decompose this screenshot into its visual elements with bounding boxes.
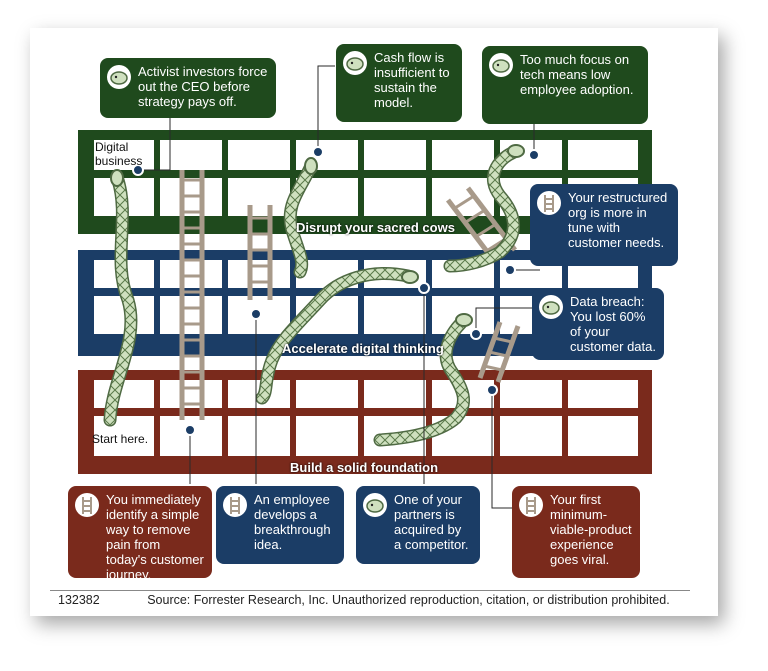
callout-text: An employee develops a breakthrough idea… — [254, 492, 331, 552]
snake-middle — [255, 267, 419, 405]
callout-mvp: Your first minimum-viable-product experi… — [512, 486, 640, 578]
marker-techfocus — [528, 149, 540, 161]
ladder-icon — [75, 493, 99, 517]
callout-text: You immediately identify a simple way to… — [106, 492, 204, 582]
figure-id: 132382 — [58, 593, 100, 607]
callout-text: Cash flow is insufficient to sustain the… — [374, 50, 450, 110]
marker-cashflow — [312, 146, 324, 158]
start-label: Start here. — [92, 432, 149, 446]
snake-right-upper — [443, 144, 525, 273]
callout-techfocus: Too much focus on tech means low employe… — [482, 46, 648, 124]
band-title-accelerate: Accelerate digital thinking — [282, 341, 444, 356]
callout-text: Data breach: You lost 60% of your custom… — [570, 294, 656, 354]
ladder-icon — [223, 493, 247, 517]
ladder-short — [247, 205, 273, 300]
footer: 132382 Source: Forrester Research, Inc. … — [58, 593, 698, 607]
ladder-tilted — [477, 321, 521, 383]
connector-lines — [138, 65, 540, 509]
marker-restructured — [504, 264, 516, 276]
ladder-icon — [519, 493, 543, 517]
band-green — [78, 130, 652, 234]
callout-text: Too much focus on tech means low employe… — [520, 52, 634, 97]
finish-label: Digital business — [95, 140, 143, 168]
snake-icon — [489, 53, 513, 77]
snake-icon — [539, 295, 563, 319]
callout-activist: Activist investors force out the CEO bef… — [100, 58, 276, 118]
ladder-icon — [537, 191, 561, 215]
callout-text: Activist investors force out the CEO bef… — [138, 64, 268, 109]
band-title-foundation: Build a solid foundation — [290, 460, 439, 475]
marker-pain — [184, 424, 196, 436]
callout-pain: You immediately identify a simple way to… — [68, 486, 212, 582]
marker-breakthrough — [250, 308, 262, 320]
callout-restructured: Your restructured org is more in tune wi… — [530, 184, 678, 266]
callout-partner: One of your partners is acquired by a co… — [356, 486, 480, 564]
footer-divider — [50, 590, 690, 591]
marker-activist — [132, 164, 144, 176]
snake-icon — [107, 65, 131, 89]
snake-right-lower — [373, 313, 473, 447]
snake-icon — [343, 51, 367, 75]
callout-text: Your restructured org is more in tune wi… — [568, 190, 668, 250]
callout-cashflow: Cash flow is insufficient to sustain the… — [336, 44, 462, 122]
callout-text: Your first minimum-viable-product experi… — [550, 492, 632, 567]
snake-upper-middle — [283, 157, 318, 279]
marker-databreach — [470, 328, 482, 340]
marker-dots — [132, 146, 540, 436]
ladder-long — [179, 170, 205, 420]
callout-text: One of your partners is acquired by a co… — [394, 492, 469, 552]
callout-breakthrough: An employee develops a breakthrough idea… — [216, 486, 344, 564]
snake-icon — [363, 493, 387, 517]
band-title-disrupt: Disrupt your sacred cows — [296, 220, 455, 235]
callout-databreach: Data breach: You lost 60% of your custom… — [532, 288, 664, 360]
snake-left — [103, 169, 138, 427]
band-red — [78, 370, 652, 474]
marker-partner — [418, 282, 430, 294]
marker-mvp — [486, 384, 498, 396]
source-note: Source: Forrester Research, Inc. Unautho… — [147, 593, 670, 607]
